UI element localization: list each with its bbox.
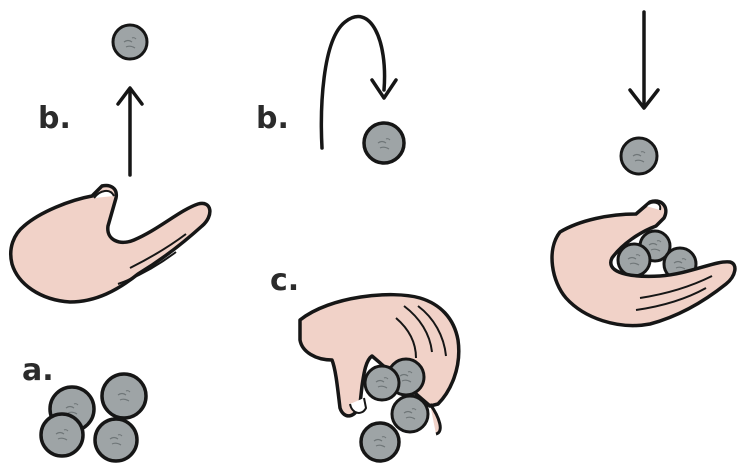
stones-on-ground: [41, 374, 146, 461]
cupped-hand-with-stones: [552, 201, 735, 326]
stone-caught: [621, 138, 657, 174]
grabbing-hand: [300, 295, 459, 461]
step-label-a: a.: [22, 356, 54, 386]
arrow-up-icon: [118, 88, 142, 175]
arrow-down-icon: [630, 12, 658, 108]
stone-tossed-up: [113, 25, 147, 59]
step-label-b-middle: b.: [256, 104, 289, 134]
step-label-b-left: b.: [38, 104, 71, 134]
open-hand-left: [11, 186, 210, 303]
step-label-c: c.: [270, 266, 299, 296]
stone-falling: [364, 123, 404, 163]
